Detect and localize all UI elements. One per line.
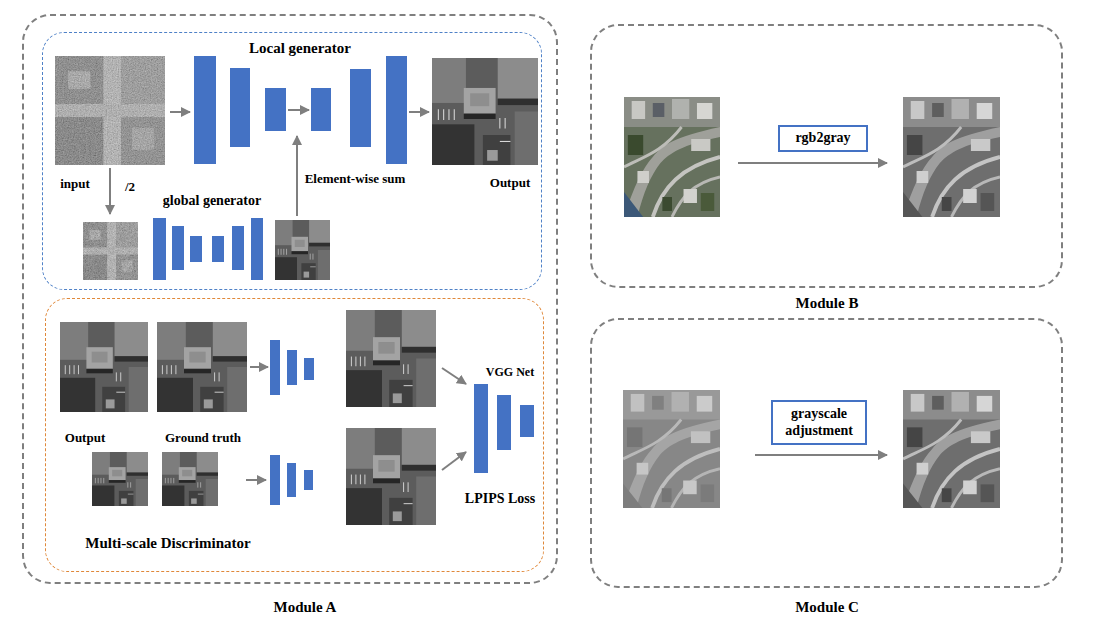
label-holder: input (60, 174, 90, 192)
group-title: Local generator (249, 40, 351, 56)
label-holder: VGG Net (486, 362, 534, 380)
process-box: grayscale adjustment (771, 400, 867, 445)
figure-label: Element-wise sum (305, 171, 406, 186)
figure-label: global generator (163, 193, 261, 208)
heading-holder: Module A (274, 598, 337, 616)
box-label: grayscale adjustment (778, 406, 860, 438)
generator-group: Local generator (42, 32, 542, 290)
label-holder: Element-wise sum (305, 169, 406, 187)
module-title: Module A (274, 599, 337, 615)
figure-label: Output (490, 175, 530, 190)
figure-label: VGG Net (486, 365, 534, 379)
heading-holder: Module C (795, 598, 859, 616)
figure-label: input (60, 176, 90, 191)
box-label: rgb2gray (795, 130, 850, 146)
figure-label: LPIPS Loss (465, 491, 535, 506)
process-box: rgb2gray (778, 125, 868, 152)
label-holder: global generator (163, 191, 261, 209)
label-holder: Output (65, 428, 105, 446)
heading-holder: Local generator (249, 39, 351, 57)
heading-holder: Module B (796, 294, 859, 312)
module-panel: grayscale adjustmentModule C (590, 318, 1063, 588)
label-holder: Output (490, 173, 530, 191)
discriminator-group: Multi-scale Discriminator (45, 298, 544, 572)
module-title: Module C (795, 599, 859, 615)
group-title: Multi-scale Discriminator (85, 535, 250, 551)
heading-holder: Multi-scale Discriminator (85, 534, 250, 552)
label-holder: Ground truth (165, 428, 241, 446)
figure-label: Ground truth (165, 430, 241, 445)
label-holder: LPIPS Loss (465, 489, 535, 507)
module-title: Module B (796, 295, 859, 311)
module-panel: rgb2grayModule B (590, 24, 1063, 288)
figure-label: /2 (125, 179, 135, 194)
label-holder: /2 (125, 177, 135, 195)
figure-label: Output (65, 430, 105, 445)
